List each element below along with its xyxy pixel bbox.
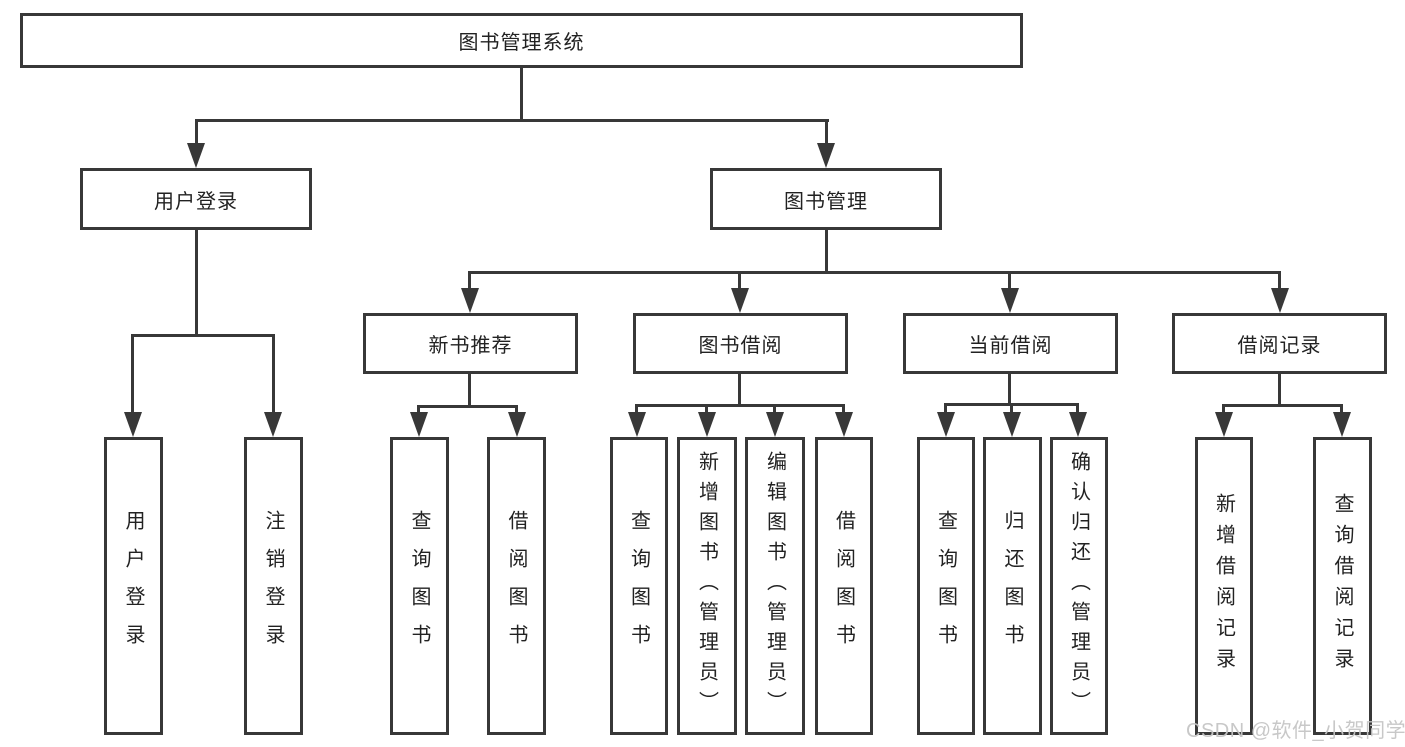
leaf-query-borrow-record: 查询借阅记录: [1313, 437, 1372, 735]
node-book-borrow: 图书借阅: [633, 313, 848, 374]
leaf-edit-books-admin: 编辑图书（管理员）: [745, 437, 805, 735]
node-label: 查询图书: [934, 510, 957, 662]
connector-drop: [272, 334, 275, 416]
arrowhead-down-icon: [461, 288, 479, 313]
connector-drop: [195, 119, 198, 145]
connector-root-stem: [520, 68, 523, 122]
arrowhead-down-icon: [1001, 288, 1019, 313]
arrowhead-down-icon: [628, 412, 646, 437]
connector-drop: [842, 404, 845, 416]
connector-level2-rail: [196, 119, 829, 122]
arrowhead-down-icon: [731, 288, 749, 313]
connector-drop: [515, 405, 518, 417]
leaf-borrow-books-recommend: 借阅图书: [487, 437, 546, 735]
connector-stem: [1278, 374, 1281, 407]
node-label: 图书管理: [784, 190, 868, 213]
connector-rail: [418, 405, 518, 408]
leaf-borrow-books: 借阅图书: [815, 437, 873, 735]
arrowhead-down-icon: [937, 412, 955, 437]
connector-drop: [468, 271, 471, 291]
node-user-login: 用户登录: [80, 168, 312, 230]
leaf-query-books-current: 查询图书: [917, 437, 975, 735]
node-new-book-recommend: 新书推荐: [363, 313, 578, 374]
connector-stem: [468, 374, 471, 408]
node-label: 用户登录: [154, 190, 238, 213]
connector-rail: [636, 404, 844, 407]
node-label: 新增借阅记录: [1212, 493, 1235, 679]
arrowhead-down-icon: [124, 412, 142, 437]
connector-stem: [1008, 374, 1011, 406]
connector-drop: [1222, 404, 1225, 416]
arrowhead-down-icon: [508, 412, 526, 437]
node-label: 用户登录: [122, 510, 144, 662]
leaf-add-borrow-record: 新增借阅记录: [1195, 437, 1253, 735]
node-root-library-system: 图书管理系统: [20, 13, 1023, 68]
arrowhead-down-icon: [698, 412, 716, 437]
leaf-return-books: 归还图书: [983, 437, 1042, 735]
connector-drop: [738, 271, 741, 291]
node-label: 图书管理系统: [458, 32, 585, 54]
node-label: 归还图书: [1001, 510, 1023, 662]
node-label: 确认归还（管理员）: [1067, 451, 1090, 721]
connector-drop: [417, 405, 420, 417]
leaf-query-books-recommend: 查询图书: [390, 437, 449, 735]
node-label: 新书推荐: [428, 335, 513, 357]
arrowhead-down-icon: [410, 412, 428, 437]
connector-drop: [1010, 403, 1013, 416]
arrowhead-down-icon: [187, 143, 205, 168]
node-current-borrow: 当前借阅: [903, 313, 1118, 374]
connector-rail: [469, 271, 1281, 274]
connector-drop: [1076, 403, 1079, 416]
connector-drop: [1340, 404, 1343, 416]
connector-stem: [195, 230, 198, 337]
connector-stem: [825, 230, 828, 274]
node-label: 当前借阅: [968, 335, 1053, 357]
leaf-user-login: 用户登录: [104, 437, 163, 735]
connector-drop: [705, 404, 708, 416]
arrowhead-down-icon: [1333, 412, 1351, 437]
connector-rail: [1223, 404, 1343, 407]
watermark: CSDN @软件_小贺同学: [1186, 720, 1405, 742]
connector-drop: [635, 404, 638, 416]
node-label: 借阅图书: [505, 510, 527, 662]
node-label: 图书借阅: [698, 335, 783, 357]
node-label: 借阅记录: [1237, 335, 1322, 357]
arrowhead-down-icon: [1069, 412, 1087, 437]
node-book-management: 图书管理: [710, 168, 942, 230]
node-label: 编辑图书（管理员）: [763, 451, 786, 721]
connector-drop: [825, 119, 828, 145]
node-label: 查询图书: [408, 510, 430, 662]
arrowhead-down-icon: [835, 412, 853, 437]
node-label: 注销登录: [262, 510, 284, 662]
connector-drop: [1008, 271, 1011, 291]
arrowhead-down-icon: [1271, 288, 1289, 313]
leaf-query-books-borrow: 查询图书: [610, 437, 668, 735]
node-borrow-records: 借阅记录: [1172, 313, 1387, 374]
node-label: 查询图书: [627, 510, 650, 662]
node-label: 新增图书（管理员）: [695, 451, 718, 721]
arrowhead-down-icon: [1003, 412, 1021, 437]
arrowhead-down-icon: [817, 143, 835, 168]
connector-rail: [132, 334, 274, 337]
leaf-add-books-admin: 新增图书（管理员）: [677, 437, 737, 735]
connector-drop: [1278, 271, 1281, 291]
arrowhead-down-icon: [264, 412, 282, 437]
node-label: 查询借阅记录: [1331, 493, 1353, 679]
arrowhead-down-icon: [766, 412, 784, 437]
connector-drop: [773, 404, 776, 416]
connector-drop: [131, 334, 134, 416]
arrowhead-down-icon: [1215, 412, 1233, 437]
leaf-logout: 注销登录: [244, 437, 303, 735]
node-label: 借阅图书: [832, 510, 855, 662]
leaf-confirm-return-admin: 确认归还（管理员）: [1050, 437, 1108, 735]
connector-stem: [738, 374, 741, 407]
connector-drop: [944, 403, 947, 416]
